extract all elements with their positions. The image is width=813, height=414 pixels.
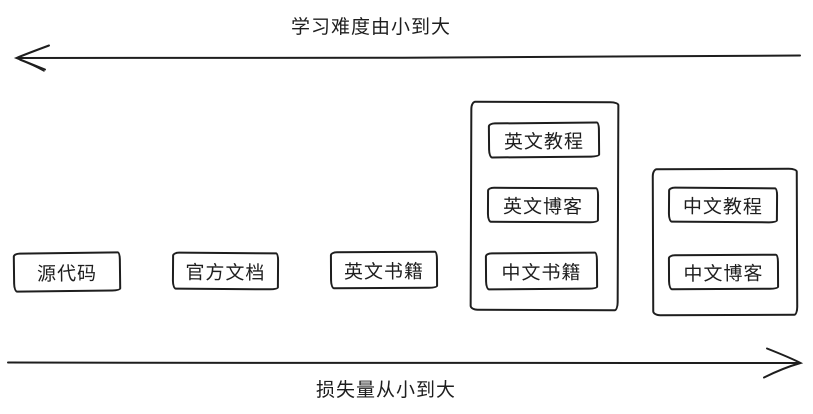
loss-axis-arrow-right bbox=[7, 347, 804, 379]
node-label: 中文教程 bbox=[682, 196, 764, 218]
node-chinese-blog: 中文博客 bbox=[667, 253, 780, 291]
node-label: 中文书籍 bbox=[501, 262, 582, 284]
node-official-docs: 官方文档 bbox=[171, 251, 280, 291]
node-source-code: 源代码 bbox=[12, 251, 122, 293]
node-label: 英文博客 bbox=[502, 196, 584, 218]
node-chinese-tutorial: 中文教程 bbox=[667, 186, 779, 224]
node-chinese-books: 中文书籍 bbox=[484, 251, 599, 291]
loss-axis-label: 损失量从小到大 bbox=[315, 380, 457, 401]
node-english-books: 英文书籍 bbox=[329, 250, 439, 290]
difficulty-axis-label: 学习难度由小到大 bbox=[290, 17, 452, 38]
node-label: 英文书籍 bbox=[343, 261, 425, 283]
difficulty-axis-arrow-left bbox=[13, 44, 801, 72]
node-english-tutorial: 英文教程 bbox=[487, 121, 601, 159]
node-label: 源代码 bbox=[36, 263, 98, 285]
node-label: 英文教程 bbox=[503, 131, 585, 153]
node-label: 官方文档 bbox=[185, 262, 266, 284]
node-label: 中文博客 bbox=[683, 263, 764, 285]
node-english-blog: 英文博客 bbox=[486, 186, 600, 224]
